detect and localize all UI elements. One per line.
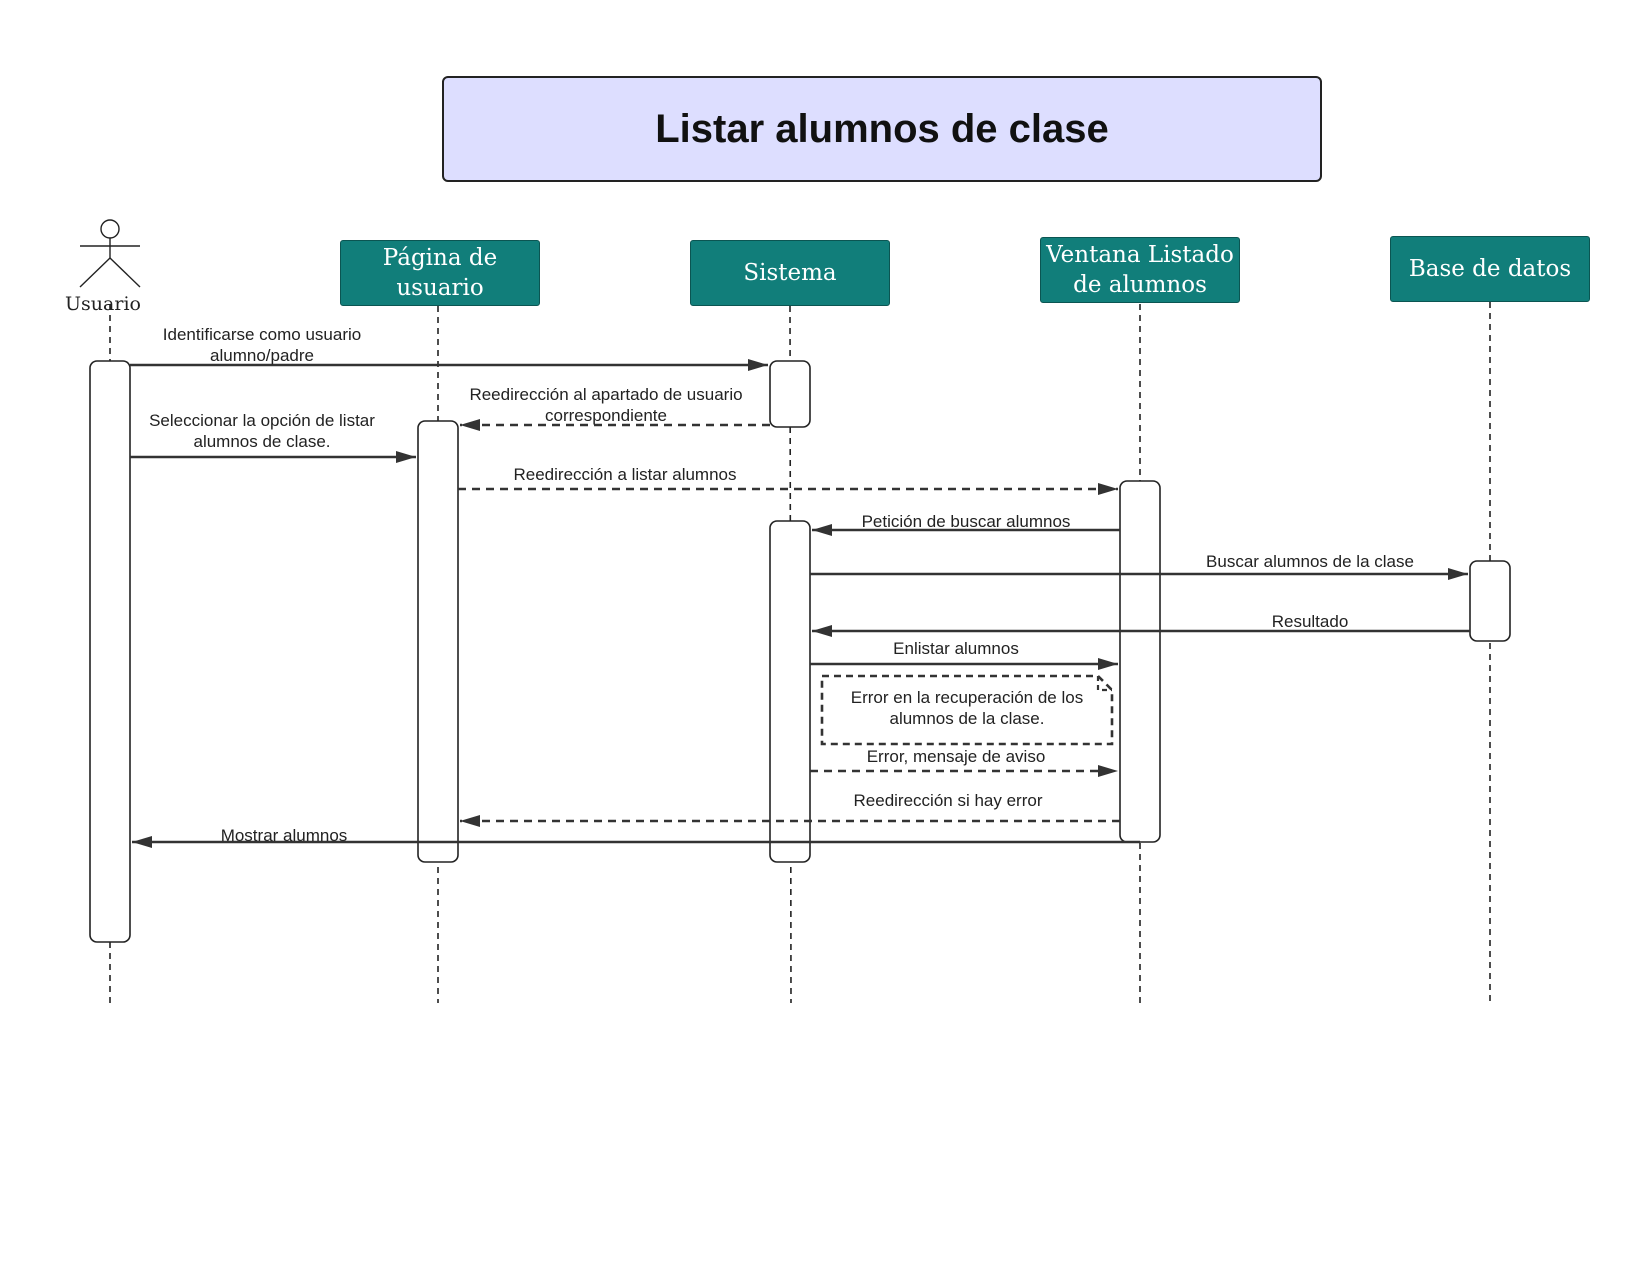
message-label: Resultado: [1271, 612, 1349, 631]
message-label: Enlistar alumnos: [893, 639, 1019, 658]
message-label: Seleccionar la opción de listar alumnos …: [149, 411, 375, 451]
activation-pagina-usuario: [417, 420, 459, 863]
activation-sistema-2: [769, 520, 811, 863]
activation-base-de-datos: [1469, 560, 1511, 642]
message-label: Identificarse como usuario alumno/padre: [162, 325, 362, 365]
note-fold: [1096, 676, 1112, 692]
activation-ventana-listado: [1119, 480, 1161, 843]
participant-ventana-listado: Ventana Listado de alumnos: [1040, 237, 1240, 303]
diagram-title: Listar alumnos de clase: [442, 76, 1322, 182]
activation-usuario: [89, 360, 131, 943]
participant-pagina-usuario: Página de usuario: [340, 240, 540, 306]
actor-label: Usuario: [65, 293, 141, 315]
message-label: Buscar alumnos de la clase: [1206, 552, 1414, 571]
note-text: Error en la recuperación de los alumnos …: [850, 688, 1084, 728]
message-label: Mostrar alumnos: [220, 826, 348, 845]
message-label: Reedirección a listar alumnos: [513, 465, 737, 484]
note-box: [820, 674, 1114, 746]
actor-icon: [79, 219, 141, 288]
message-label: Error, mensaje de aviso: [866, 747, 1046, 766]
message-label: Petición de buscar alumnos: [861, 512, 1071, 531]
message-label: Reedirección al apartado de usuario corr…: [469, 385, 743, 425]
message-label: Reedirección si hay error: [853, 791, 1043, 810]
participant-sistema: Sistema: [690, 240, 890, 306]
participant-base-de-datos: Base de datos: [1390, 236, 1590, 302]
activation-sistema-1: [769, 360, 811, 428]
